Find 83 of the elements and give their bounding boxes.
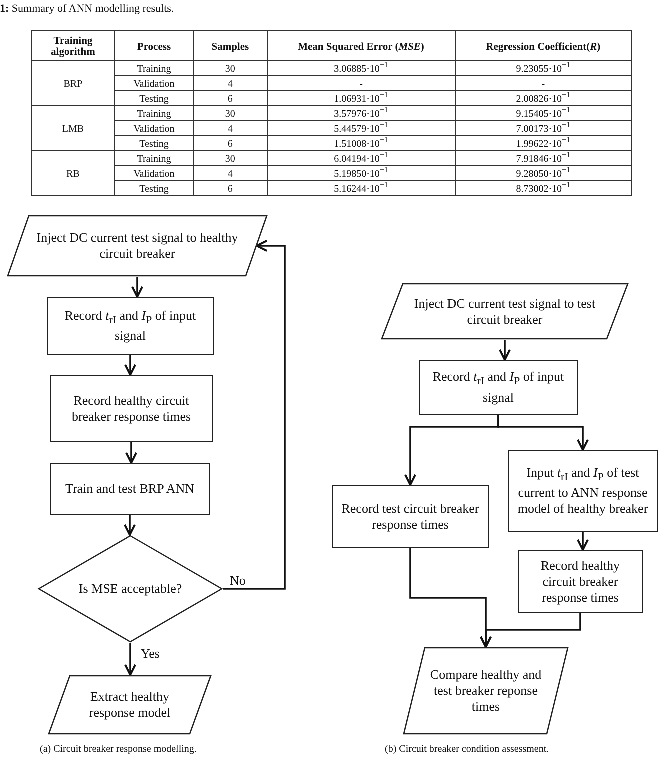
edge-label: No bbox=[229, 574, 247, 588]
arrow bbox=[124, 643, 137, 676]
table-cell: Training bbox=[114, 150, 194, 166]
node-text: Train and test BRP ANN bbox=[64, 481, 196, 497]
input-output-parallelogram bbox=[48, 675, 212, 735]
table-cell: 7.91846·10$^{−1}$ bbox=[455, 150, 632, 166]
table-cell: 4 bbox=[194, 120, 268, 136]
header-cell: Process bbox=[114, 30, 194, 60]
table-cell: 8.73002·10$^{−1}$ bbox=[455, 180, 632, 196]
decision-diamond bbox=[38, 535, 223, 643]
arrow bbox=[498, 415, 590, 451]
table-cell: Training bbox=[114, 60, 194, 76]
table-cell: BRP bbox=[32, 60, 115, 106]
edge-label: Yes bbox=[140, 647, 161, 661]
figure-caption: (a) Circuit breaker response modelling. bbox=[40, 744, 197, 755]
table-cell: 1.99622·10$^{−1}$ bbox=[455, 136, 632, 150]
input-output-parallelogram bbox=[403, 647, 569, 735]
process-box bbox=[332, 485, 489, 548]
process-box bbox=[419, 360, 578, 415]
table-cell: - bbox=[455, 76, 632, 90]
table-cell: 1.51008·10$^{−1}$ bbox=[267, 136, 456, 150]
table-cell: 3.57976·10$^{−1}$ bbox=[267, 106, 456, 120]
process-box bbox=[50, 375, 213, 442]
arrow bbox=[223, 240, 286, 590]
process-box bbox=[508, 450, 658, 532]
table-cell: 5.16244·10$^{−1}$ bbox=[267, 180, 456, 196]
table-caption: 1: Summary of ANN modelling results. bbox=[0, 3, 174, 15]
table-cell: 6 bbox=[194, 180, 268, 196]
table-cell: Validation bbox=[114, 166, 194, 180]
table-cell: 1.06931·10$^{−1}$ bbox=[267, 90, 456, 106]
table-cell: 4 bbox=[194, 166, 268, 180]
process-box bbox=[518, 550, 643, 613]
table-cell: 30 bbox=[194, 106, 268, 120]
table-cell: RB bbox=[32, 150, 115, 196]
table-cell: 9.28050·10$^{−1}$ bbox=[455, 166, 632, 180]
table-cell: Testing bbox=[114, 90, 194, 106]
arrow bbox=[124, 515, 136, 536]
table-cell: 6 bbox=[194, 90, 268, 106]
table-cell: LMB bbox=[32, 106, 115, 150]
table-cell: Testing bbox=[114, 180, 194, 196]
header-cell: Training algorithm bbox=[32, 30, 115, 60]
arrow bbox=[576, 532, 590, 551]
node-text: Is MSE acceptable? bbox=[78, 581, 184, 597]
table-cell: 5.19850·10$^{−1}$ bbox=[267, 166, 456, 180]
node-text: Record healthy circuit breaker response times bbox=[540, 558, 622, 606]
table-cell: Training bbox=[114, 106, 194, 120]
table-cell: 30 bbox=[194, 150, 268, 166]
header-cell: Mean Squared Error (MSE) bbox=[267, 30, 456, 60]
node-text: Record t$_{rI}$ and I$_{P}$ of input signal bbox=[64, 308, 198, 344]
process-box bbox=[47, 297, 214, 355]
input-output-parallelogram bbox=[7, 215, 268, 277]
figure-caption: (b) Circuit breaker condition assessment. bbox=[385, 744, 550, 755]
header-cell: Samples bbox=[194, 30, 268, 60]
arrow bbox=[480, 613, 582, 648]
table-cell: - bbox=[267, 76, 456, 90]
header-cell: Regression Coefficient(R) bbox=[455, 30, 632, 60]
table-cell: 4 bbox=[194, 76, 268, 90]
node-text: Compare healthy and test breaker reponse times bbox=[429, 667, 543, 715]
node-text: Extract healthy response model bbox=[88, 689, 172, 721]
node-text: Inject DC current test signal to test circuit breaker bbox=[413, 296, 597, 328]
arrow bbox=[124, 355, 137, 376]
process-box bbox=[50, 463, 210, 515]
table-cell: 9.15405·10$^{−1}$ bbox=[455, 106, 632, 120]
node-text: Record t$_{rI}$ and I$_{P}$ of input signal bbox=[432, 369, 566, 406]
arrow bbox=[131, 277, 144, 298]
table-cell: 3.06885·10$^{−1}$ bbox=[267, 60, 456, 76]
node-text: Record test circuit breaker response times bbox=[340, 500, 480, 532]
table-cell: 2.00826·10$^{−1}$ bbox=[455, 90, 632, 106]
table-cell: 7.00173·10$^{−1}$ bbox=[455, 120, 632, 136]
table-cell: 6 bbox=[194, 136, 268, 150]
table-cell: Validation bbox=[114, 120, 194, 136]
node-text: Input t$_{rI}$ and I$_{P}$ of test current to ANN response model of healthy breaker bbox=[516, 464, 650, 518]
table-cell: 6.04194·10$^{−1}$ bbox=[267, 150, 456, 166]
table-cell: 30 bbox=[194, 60, 268, 76]
table-cell: 9.23055·10$^{−1}$ bbox=[455, 60, 632, 76]
node-text: Record healthy circuit breaker response times bbox=[70, 392, 192, 424]
node-text: Inject DC current test signal to healthy circuit breaker bbox=[36, 230, 240, 262]
input-output-parallelogram bbox=[381, 283, 629, 340]
arrow bbox=[498, 340, 512, 361]
table-cell: Validation bbox=[114, 76, 194, 90]
table-cell: Testing bbox=[114, 136, 194, 150]
arrow bbox=[125, 442, 138, 464]
table-cell: 5.44579·10$^{−1}$ bbox=[267, 120, 456, 136]
